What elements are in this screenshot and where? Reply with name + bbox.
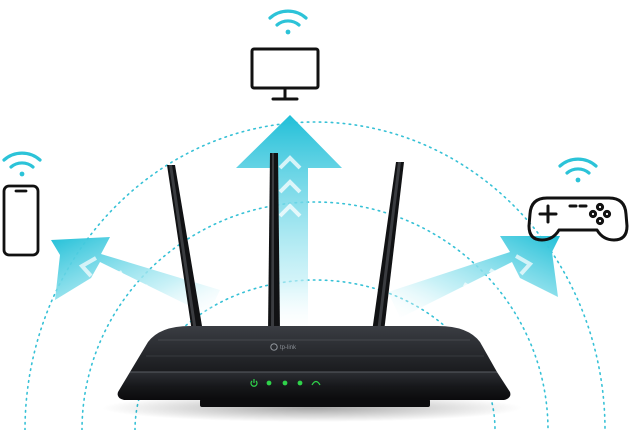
monitor-icon <box>250 47 320 101</box>
led-dot <box>266 380 272 386</box>
wifi-icon <box>558 157 598 183</box>
wifi-icon <box>268 9 308 35</box>
router-front <box>117 372 511 400</box>
arrow-beam-up <box>236 115 342 335</box>
brand-name: tp-link <box>280 345 297 351</box>
router-logo: tp-link <box>270 343 297 351</box>
brand-logo-icon <box>270 343 278 351</box>
smartphone-icon <box>2 184 40 257</box>
status-leds <box>250 379 321 387</box>
router-antennas <box>167 153 404 332</box>
arrow-beam-right <box>388 236 560 318</box>
gamepad-icon <box>527 196 629 242</box>
led-dot <box>282 380 288 386</box>
coverage-ring-middle <box>81 201 549 430</box>
router-top <box>130 326 497 372</box>
power-led-icon <box>250 379 258 387</box>
arrow-beam-left <box>51 237 220 315</box>
wps-led-icon <box>311 380 321 386</box>
router: tp-link <box>117 326 511 407</box>
led-dot <box>297 380 303 386</box>
wifi-icon <box>2 151 42 177</box>
antenna-left <box>167 165 203 332</box>
